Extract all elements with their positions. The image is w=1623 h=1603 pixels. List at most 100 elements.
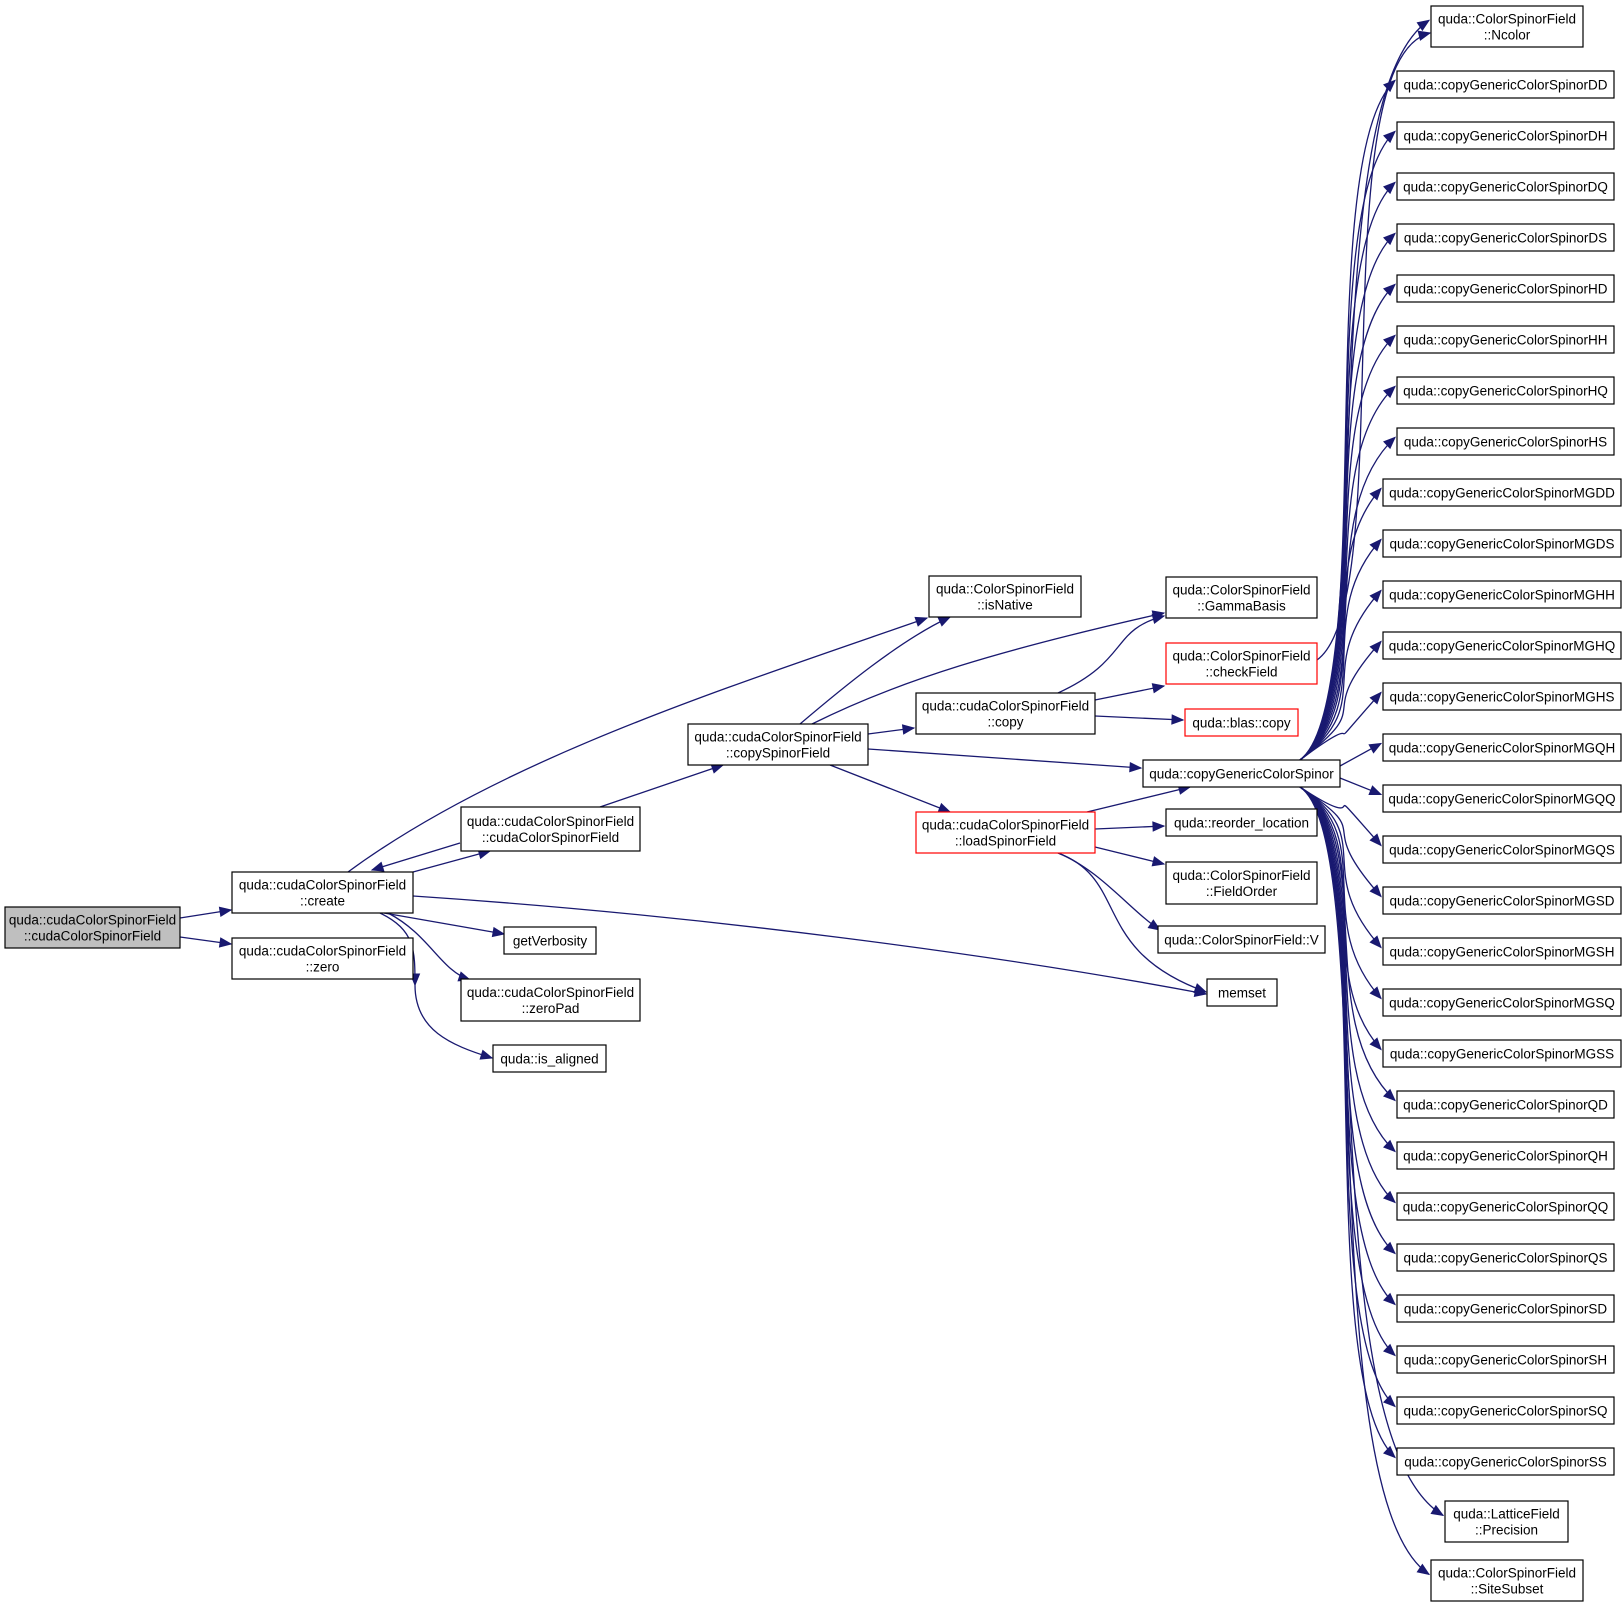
node-label: quda::cudaColorSpinorField [239,944,406,959]
node-MGSH[interactable]: quda::copyGenericColorSpinorMGSH [1382,937,1622,966]
node-MGDD[interactable]: quda::copyGenericColorSpinorMGDD [1382,478,1622,507]
edge-root-to-zero [179,936,233,948]
edge-copyGenericColorSpinor-to-MGSS-arrowhead [1369,1037,1382,1051]
node-QH[interactable]: quda::copyGenericColorSpinorQH [1396,1141,1615,1170]
node-root[interactable]: quda::cudaColorSpinorField::cudaColorSpi… [4,906,181,949]
edge-copyGenericColorSpinor-to-DH-line [1299,130,1396,761]
node-reorder_location[interactable]: quda::reorder_location [1165,808,1318,837]
edge-copySpinorField-to-loadSpinorField-arrowhead [937,802,952,813]
node-QQ[interactable]: quda::copyGenericColorSpinorQQ [1396,1192,1615,1221]
node-copySpinorField[interactable]: quda::cudaColorSpinorField::copySpinorFi… [687,723,869,766]
node-GammaBasis[interactable]: quda::ColorSpinorField::GammaBasis [1165,576,1318,619]
node-SS[interactable]: quda::copyGenericColorSpinorSS [1396,1447,1615,1476]
node-V[interactable]: quda::ColorSpinorField::V [1157,925,1326,954]
node-HQ[interactable]: quda::copyGenericColorSpinorHQ [1396,376,1615,405]
node-is_aligned[interactable]: quda::is_aligned [492,1044,607,1073]
node-box [1165,576,1318,619]
node-DD[interactable]: quda::copyGenericColorSpinorDD [1396,70,1615,99]
node-HS[interactable]: quda::copyGenericColorSpinorHS [1396,427,1615,456]
node-zeroPad[interactable]: quda::cudaColorSpinorField::zeroPad [460,978,641,1022]
edge-copyGenericColorSpinor-to-MGDS-arrowhead [1369,538,1382,552]
node-QD[interactable]: quda::copyGenericColorSpinorQD [1396,1090,1615,1119]
node-MGSQ[interactable]: quda::copyGenericColorSpinorMGSQ [1382,988,1622,1017]
edge-copyGenericColorSpinor-to-MGSH-line [1299,786,1382,948]
edge-copyGenericColorSpinor-to-MGQH [1339,742,1383,767]
node-MGSS[interactable]: quda::copyGenericColorSpinorMGSS [1382,1039,1622,1068]
node-ctor2[interactable]: quda::cudaColorSpinorField::cudaColorSpi… [460,806,641,852]
edge-copyGenericColorSpinor-to-MGDS-line [1299,539,1382,761]
edge-ctor2-to-create-arrowhead [370,861,385,872]
node-label: quda::copyGenericColorSpinorHH [1403,333,1607,348]
edge-copyGenericColorSpinor-to-MGQH-arrowhead [1368,742,1383,754]
edge-loadSpinorField-to-FieldOrder-arrowhead [1151,856,1166,867]
node-MGSD[interactable]: quda::copyGenericColorSpinorMGSD [1382,886,1622,915]
edge-copyGenericColorSpinor-to-MGSH [1299,786,1382,949]
node-SD[interactable]: quda::copyGenericColorSpinorSD [1396,1294,1615,1323]
edge-copyGenericColorSpinor-to-HQ-line [1299,385,1396,761]
node-zero[interactable]: quda::cudaColorSpinorField::zero [231,937,414,980]
edge-copyGenericColorSpinor-to-MGHQ [1299,640,1382,761]
node-HD[interactable]: quda::copyGenericColorSpinorHD [1396,274,1615,303]
node-SiteSubset[interactable]: quda::ColorSpinorField::SiteSubset [1430,1559,1584,1602]
edge-loadSpinorField-to-V-line [1057,852,1161,931]
node-blascopy[interactable]: quda::blas::copy [1184,708,1299,737]
node-box [1396,427,1615,456]
node-box [1142,759,1341,788]
node-box [1396,223,1615,252]
node-box [1396,1192,1615,1221]
edge-copyGenericColorSpinor-to-SS-arrowhead [1383,1445,1396,1459]
node-SQ[interactable]: quda::copyGenericColorSpinorSQ [1396,1396,1615,1425]
edge-copyGenericColorSpinor-to-DQ [1299,181,1396,761]
node-label: quda::ColorSpinorField [1172,649,1310,664]
node-create[interactable]: quda::cudaColorSpinorField::create [231,871,414,914]
node-FieldOrder[interactable]: quda::ColorSpinorField::FieldOrder [1165,861,1318,905]
node-label: quda::copyGenericColorSpinorSH [1404,1353,1607,1368]
node-MGHQ[interactable]: quda::copyGenericColorSpinorMGHQ [1382,631,1622,660]
node-box [687,723,869,766]
node-checkField[interactable]: quda::ColorSpinorField::checkField [1165,642,1318,685]
edge-create-to-isNative [347,616,929,873]
node-box [1396,1345,1615,1374]
node-label: quda::cudaColorSpinorField [467,814,634,829]
node-SH[interactable]: quda::copyGenericColorSpinorSH [1396,1345,1615,1374]
node-box [1382,478,1622,507]
node-DH[interactable]: quda::copyGenericColorSpinorDH [1396,121,1615,150]
node-memset[interactable]: memset [1206,978,1278,1007]
node-getVerbosity[interactable]: getVerbosity [503,926,597,955]
node-copyGenericColorSpinor[interactable]: quda::copyGenericColorSpinor [1142,759,1341,788]
node-label: quda::copyGenericColorSpinorHS [1404,435,1607,450]
node-Ncolor[interactable]: quda::ColorSpinorField::Ncolor [1430,5,1584,48]
edge-copyGenericColorSpinor-to-QH [1299,786,1396,1153]
node-loadSpinorField[interactable]: quda::cudaColorSpinorField::loadSpinorFi… [915,811,1096,854]
node-MGQH[interactable]: quda::copyGenericColorSpinorMGQH [1382,733,1622,762]
edge-copy-to-blascopy-arrowhead [1171,714,1185,725]
edge-checkField-to-Ncolor-arrowhead [1417,30,1432,41]
node-label: quda::reorder_location [1174,816,1309,831]
edge-copyGenericColorSpinor-to-QS [1299,786,1396,1255]
node-MGHS[interactable]: quda::copyGenericColorSpinorMGHS [1382,682,1622,711]
node-label: quda::copyGenericColorSpinorQQ [1403,1200,1609,1215]
edge-copyGenericColorSpinor-to-MGSQ-line [1299,786,1382,999]
node-MGQS[interactable]: quda::copyGenericColorSpinorMGQS [1382,835,1622,864]
node-HH[interactable]: quda::copyGenericColorSpinorHH [1396,325,1615,354]
node-DS[interactable]: quda::copyGenericColorSpinorDS [1396,223,1615,252]
node-label: quda::cudaColorSpinorField [9,913,176,928]
edge-copy-to-checkField-line [1094,685,1165,701]
node-box [1396,1294,1615,1323]
node-MGDS[interactable]: quda::copyGenericColorSpinorMGDS [1382,529,1622,558]
edge-copyGenericColorSpinor-to-DH-arrowhead [1383,130,1396,144]
edge-copyGenericColorSpinor-to-MGSD-arrowhead [1369,884,1382,898]
node-MGQQ[interactable]: quda::copyGenericColorSpinorMGQQ [1382,784,1622,813]
node-copy[interactable]: quda::cudaColorSpinorField::copy [915,692,1096,735]
node-DQ[interactable]: quda::copyGenericColorSpinorDQ [1396,172,1615,201]
edge-copyGenericColorSpinor-to-QD-line [1299,786,1396,1101]
edge-copyGenericColorSpinor-to-MGHH-arrowhead [1369,589,1382,603]
edge-copyGenericColorSpinor-to-QH-line [1299,786,1396,1152]
node-QS[interactable]: quda::copyGenericColorSpinorQS [1396,1243,1615,1272]
node-Precision[interactable]: quda::LatticeField::Precision [1444,1500,1569,1543]
node-box [1396,376,1615,405]
edge-copyGenericColorSpinor-to-DS-line [1299,232,1396,761]
edge-copyGenericColorSpinor-to-MGQQ-arrowhead [1368,785,1383,796]
node-isNative[interactable]: quda::ColorSpinorField::isNative [928,575,1082,618]
node-MGHH[interactable]: quda::copyGenericColorSpinorMGHH [1382,580,1622,609]
